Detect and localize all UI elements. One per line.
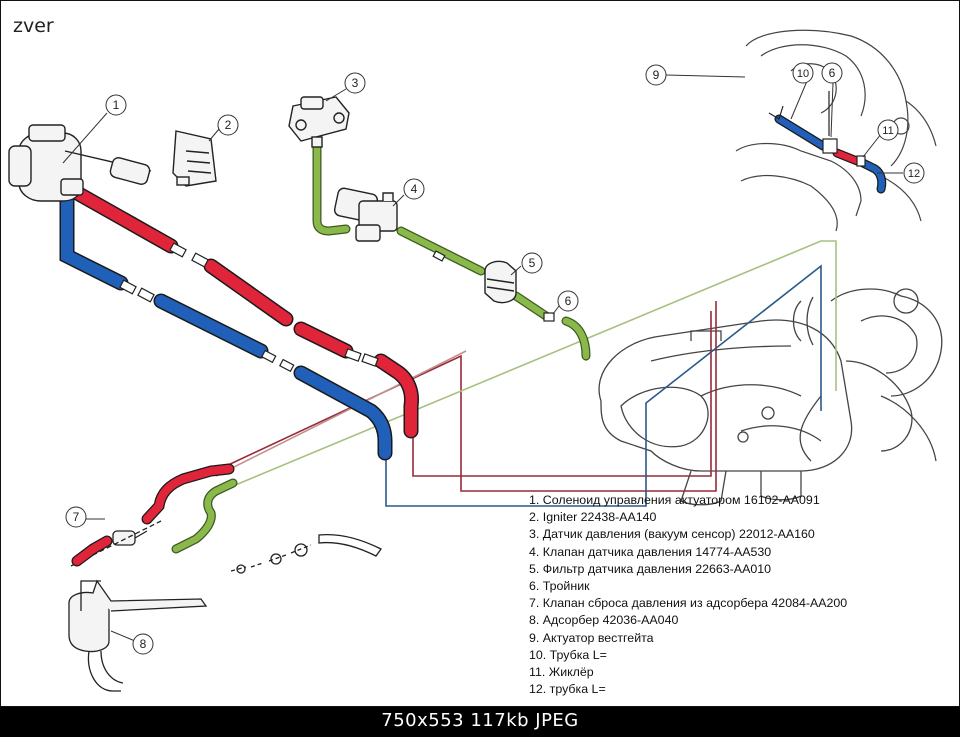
- image-info-text: 750x553 117kb JPEG: [381, 710, 579, 731]
- legend-item: 7. Клапан сброса давления из адсорбера 4…: [529, 596, 848, 611]
- pressure-sensor-drawing: [288, 96, 350, 148]
- green-hose: [312, 141, 591, 361]
- legend-item: 3. Датчик давления (вакуум сенсор) 22012…: [529, 527, 815, 542]
- callout-label-11: 11: [882, 125, 893, 137]
- actuator-hoses: [774, 114, 887, 194]
- routing-lines: [215, 240, 837, 507]
- watermark-text: zver: [13, 15, 54, 37]
- callout-6: [557, 290, 579, 312]
- callout-4: [403, 178, 425, 200]
- legend-item: 8. Адсорбер 42036-АА040: [529, 613, 679, 628]
- actuator-tee: [822, 138, 866, 167]
- callout-2: [217, 114, 239, 136]
- legend-item: 1. Соленоид управления актуатором 16102-…: [529, 493, 820, 507]
- dark-red-line: [412, 311, 712, 477]
- callouts: [62, 74, 903, 642]
- callout-5: [521, 252, 543, 274]
- vacuum-hose-diagram: 1 2 3 4 5 6 7 8 9 10 6 11 12: [8, 29, 943, 692]
- callout-label-1: 1: [113, 98, 120, 112]
- callout-circles: [65, 62, 925, 655]
- callout-label-2: 2: [225, 118, 232, 132]
- callout-labels: 1 2 3 4 5 6 7 8 9 10 6 11 12: [73, 66, 920, 651]
- legend-item: 11. Жиклёр: [529, 665, 594, 680]
- blue-line: [385, 264, 822, 507]
- image-info-bar: 750x553 117kb JPEG: [0, 707, 960, 737]
- callout-label-9: 9: [653, 68, 660, 82]
- legend-item: 9. Актуатор вестгейта: [529, 630, 654, 645]
- callout-8: [132, 633, 154, 655]
- lower-fuel-line-drawing: [230, 533, 382, 574]
- lower-green-hose: [171, 478, 238, 554]
- callout-label-4: 4: [411, 182, 418, 196]
- callout-label-8: 8: [140, 637, 147, 651]
- legend-item: 5. Фильтр датчика давления 22663-АА010: [529, 561, 772, 576]
- callout-10: [792, 62, 814, 84]
- pink-line: [215, 350, 467, 477]
- callout-7: [65, 506, 87, 528]
- callout-label-6: 6: [565, 294, 572, 308]
- hose-connectors: [119, 242, 555, 373]
- legend-item: 4. Клапан датчика давления 14774-АА530: [529, 544, 772, 559]
- callout-label-3: 3: [352, 76, 359, 90]
- green-line: [220, 240, 837, 492]
- sensor-filter-drawing: [484, 260, 517, 304]
- callout-label-5: 5: [529, 256, 536, 270]
- callout-label-10: 10: [797, 68, 809, 80]
- callout-9: [645, 64, 667, 86]
- callout-label-12: 12: [908, 168, 920, 180]
- callout-6b: [821, 62, 843, 84]
- sensor-valve-drawing: [333, 187, 398, 242]
- parts-legend: 1. Соленоид управления актуатором 16102-…: [529, 492, 847, 698]
- callout-label-7: 7: [73, 510, 80, 524]
- solenoid-drawing: [8, 124, 152, 202]
- igniter-drawing: [172, 130, 217, 187]
- diagram-frame: 1 2 3 4 5 6 7 8 9 10 6 11 12 zver 1. Сол…: [0, 0, 960, 707]
- callout-3: [344, 72, 366, 94]
- wastegate-actuator-drawing: [735, 29, 937, 232]
- actuator-fittings: [768, 91, 830, 136]
- callout-label-6b: 6: [829, 66, 836, 80]
- callout-12: [903, 162, 925, 184]
- red-hose: [71, 186, 419, 439]
- legend-item: 10. Трубка L=: [529, 647, 607, 662]
- canister-drawing: [68, 579, 208, 692]
- callout-1: [105, 94, 127, 116]
- legend-item: 12. трубка L=: [529, 682, 606, 697]
- lower-red-hose: [71, 463, 235, 567]
- legend-item: 2. Igniter 22438-АА140: [529, 510, 657, 525]
- callout-11: [877, 119, 899, 141]
- intake-manifold-drawing: [598, 288, 943, 506]
- legend-item: 6. Тройник: [529, 579, 590, 594]
- blue-hose: [59, 193, 393, 461]
